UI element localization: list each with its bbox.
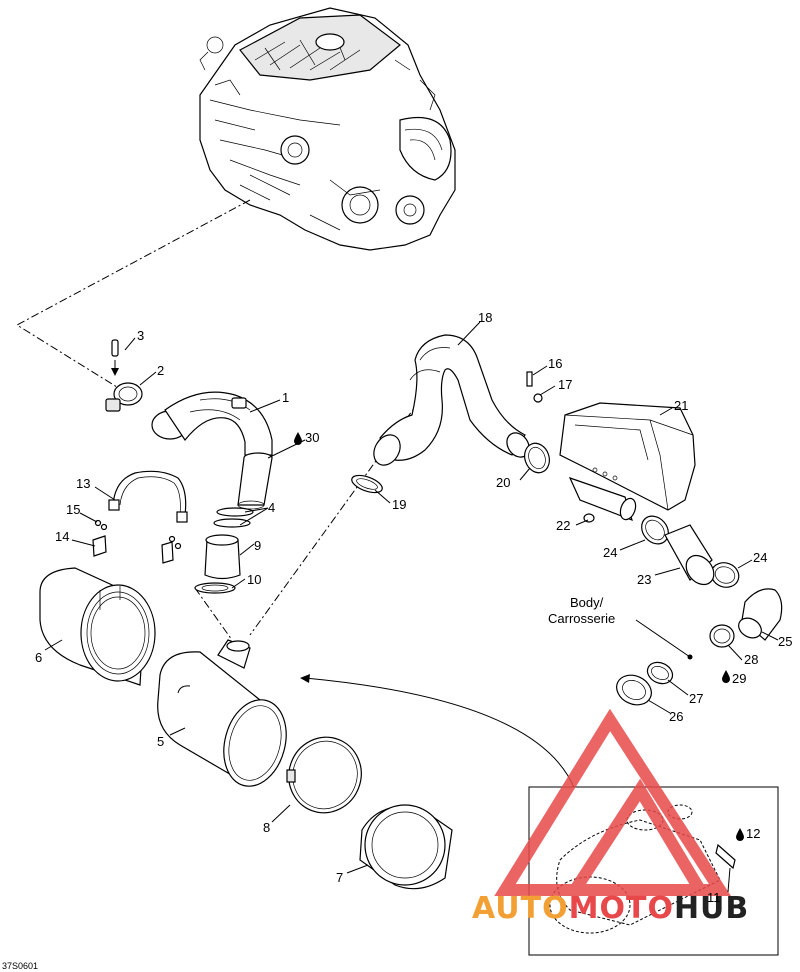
- part-27-ring: [646, 661, 674, 685]
- callout-7: 7: [336, 870, 343, 885]
- callout-25: 25: [778, 634, 792, 649]
- callout-24b: 24: [753, 550, 767, 565]
- part-20-clamp: [524, 442, 550, 474]
- callout-3: 3: [137, 328, 144, 343]
- callout-12: 12: [746, 826, 760, 841]
- callout-24a: 24: [603, 545, 617, 560]
- part-23-coupling: [664, 524, 715, 586]
- oil-drop-icon: [736, 828, 744, 841]
- callout-5: 5: [157, 734, 164, 749]
- body-reference-point: [635, 619, 693, 660]
- body-label-line2: Carrosserie: [548, 611, 615, 626]
- callout-19: 19: [392, 497, 406, 512]
- callout-15: 15: [66, 502, 80, 517]
- part-8-band-clamp: [286, 736, 362, 814]
- part-13-strap: [108, 470, 188, 523]
- callout-11: 11: [707, 890, 721, 905]
- part-26-flange: [616, 674, 652, 706]
- part-28-gasket: [709, 624, 735, 648]
- callout-2: 2: [157, 363, 164, 378]
- callout-29: 29: [732, 671, 746, 686]
- engine-illustration: [199, 7, 456, 251]
- inset-arrow: [300, 674, 576, 791]
- body-label-line1: Body/: [570, 595, 604, 610]
- callout-16: 16: [548, 356, 562, 371]
- callout-23: 23: [637, 572, 651, 587]
- callout-labels: 3 2 1 30 4 9 10 13 15 14 6 5 8 7 18 19 1…: [2, 310, 792, 971]
- part-21-resonator: [559, 402, 696, 522]
- callout-9: 9: [254, 538, 261, 553]
- part-24-clamp-a: [641, 515, 669, 545]
- part-5-muffler: [157, 639, 287, 787]
- oil-drop-icon: [722, 670, 730, 683]
- callout-10: 10: [247, 572, 261, 587]
- part-19-ring: [351, 474, 383, 494]
- callout-20: 20: [496, 475, 510, 490]
- part-10-gasket: [194, 582, 236, 594]
- part-2-clamp: [105, 382, 143, 412]
- callout-13: 13: [76, 476, 90, 491]
- oil-drop-icon: [294, 432, 302, 445]
- part-14-15-brackets: [92, 519, 182, 564]
- part-6-muffler-casing: [39, 567, 156, 686]
- part-22-insert: [583, 513, 595, 523]
- part-16-17-bolt-washer: [526, 371, 543, 403]
- callout-8: 8: [263, 820, 270, 835]
- part-18-curved-pipe: [373, 334, 530, 466]
- leader-lines: [44, 321, 779, 893]
- part-7-end-cap: [359, 804, 453, 890]
- callout-28: 28: [744, 652, 758, 667]
- callout-1: 1: [282, 390, 289, 405]
- part-1-exhaust-pipe: [151, 391, 273, 510]
- callout-22: 22: [556, 518, 570, 533]
- callout-27: 27: [689, 691, 703, 706]
- diagram-code: 37S0601: [2, 961, 38, 971]
- watermark-logo: [494, 708, 732, 896]
- callout-18: 18: [478, 310, 492, 325]
- part-25-elbow: [738, 588, 783, 641]
- callout-6: 6: [35, 650, 42, 665]
- part-4-gaskets: [213, 507, 254, 528]
- callout-14: 14: [55, 529, 69, 544]
- part-3-pin: [111, 339, 119, 376]
- callout-4: 4: [268, 500, 275, 515]
- callout-21: 21: [674, 398, 688, 413]
- callout-26: 26: [669, 709, 683, 724]
- callout-17: 17: [558, 377, 572, 392]
- part-9-sleeve: [204, 534, 241, 580]
- watermark-auto: AUTOMOTOHUB: [472, 891, 749, 926]
- callout-30: 30: [305, 430, 319, 445]
